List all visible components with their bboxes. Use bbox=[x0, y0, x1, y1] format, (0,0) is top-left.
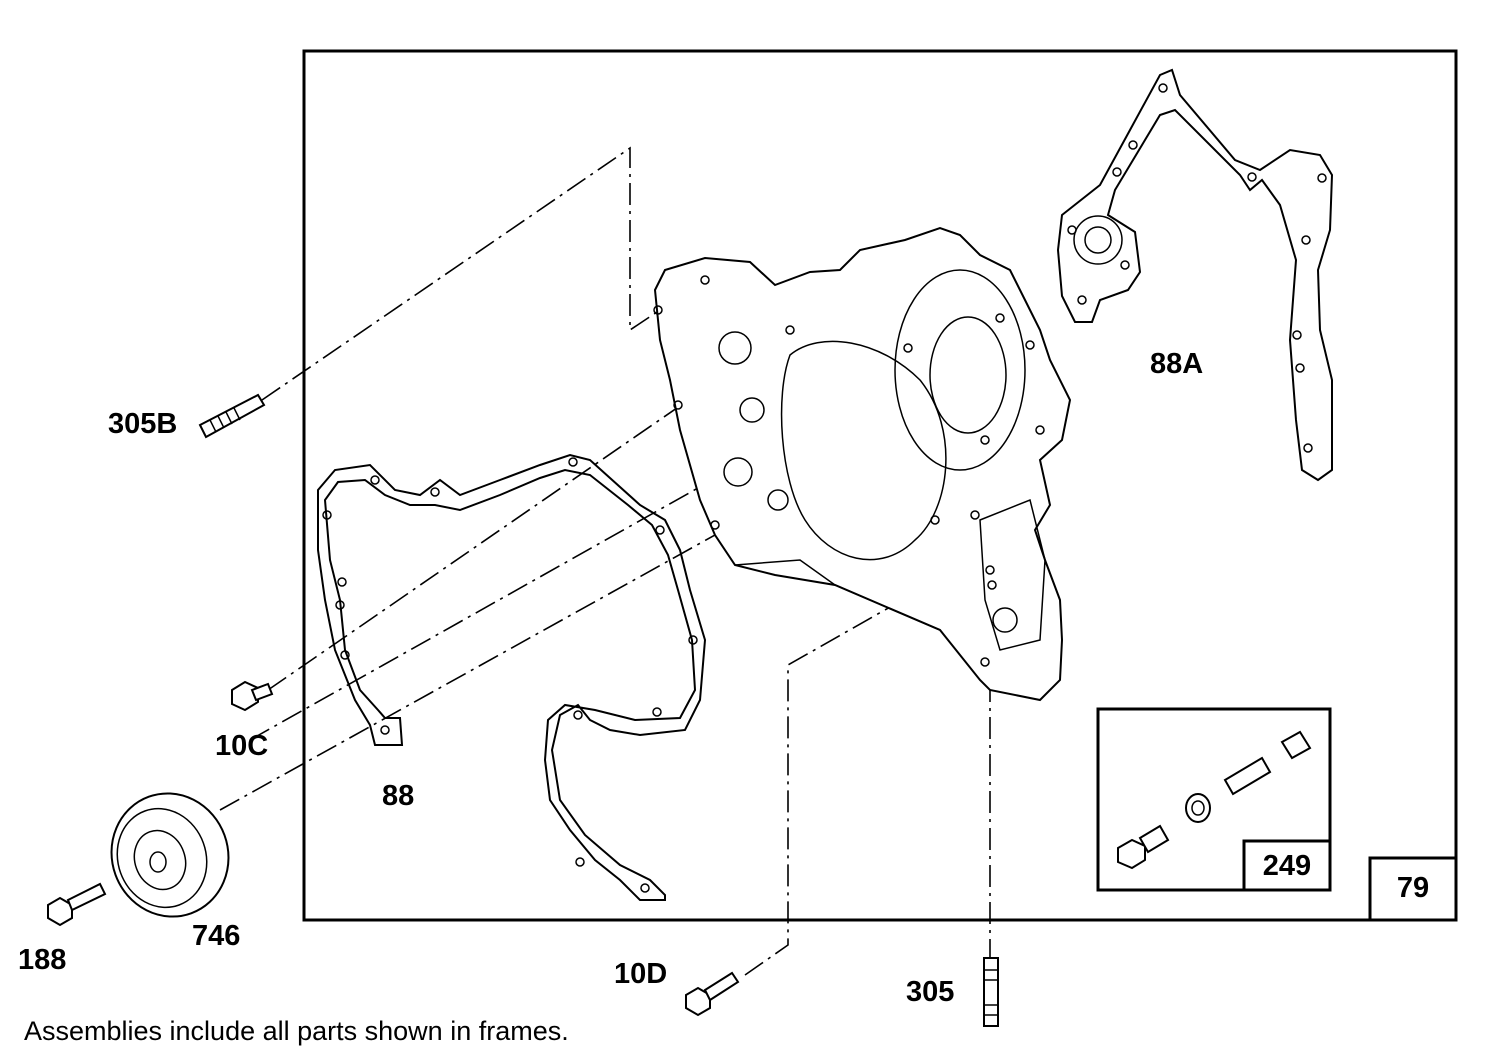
relief-valve-parts-249 bbox=[1117, 730, 1312, 870]
stud-305B bbox=[198, 393, 266, 439]
gear-746 bbox=[110, 792, 230, 918]
gasket-88 bbox=[317, 453, 707, 901]
label-79: 79 bbox=[1396, 872, 1430, 904]
label-88: 88 bbox=[382, 780, 415, 812]
stud-305 bbox=[983, 957, 999, 1027]
subassembly-number-box bbox=[1242, 839, 1332, 892]
assembly-frame bbox=[302, 49, 1458, 922]
footnote: Assemblies include all parts shown in fr… bbox=[24, 1016, 569, 1046]
label-10D: 10D bbox=[614, 958, 668, 990]
bolt-10D bbox=[685, 971, 740, 1017]
gasket-88A bbox=[1056, 68, 1334, 482]
label-249: 249 bbox=[1262, 850, 1312, 882]
label-88A: 88A bbox=[1150, 348, 1204, 380]
frame-number-box bbox=[1368, 856, 1458, 922]
label-10C: 10C bbox=[215, 730, 269, 762]
label-746: 746 bbox=[192, 920, 241, 952]
bolt-10C bbox=[231, 680, 274, 712]
label-305B: 305B bbox=[108, 408, 178, 440]
subassembly-frame bbox=[1096, 707, 1332, 892]
label-188: 188 bbox=[18, 944, 67, 976]
crankcase-cover-housing bbox=[653, 226, 1072, 702]
label-305: 305 bbox=[906, 976, 955, 1008]
bolt-188 bbox=[47, 882, 107, 927]
